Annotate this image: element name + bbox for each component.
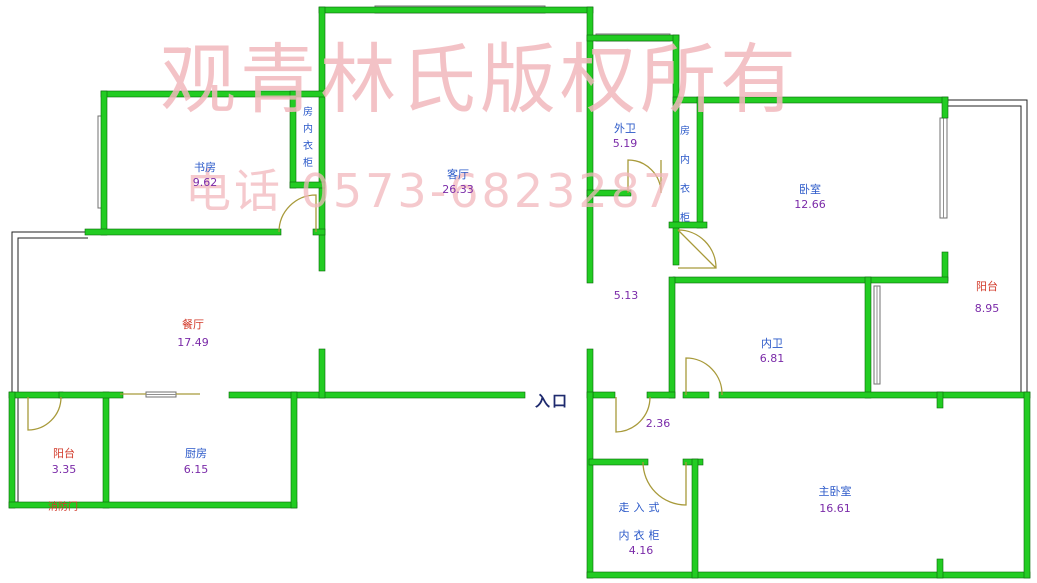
walls <box>8 6 1031 579</box>
room-area: 3.35 <box>51 463 77 476</box>
door-swing <box>278 194 317 233</box>
room-area: 5.19 <box>612 137 638 150</box>
room-guest-bath: 外卫 5.19 <box>600 121 650 151</box>
wall-segment <box>318 348 326 399</box>
wall-segment <box>8 391 16 509</box>
door-swing <box>642 461 687 506</box>
room-walk-in-closet: 走入式 内衣柜 4.16 <box>611 500 671 558</box>
door-swing <box>685 357 723 396</box>
wall-segment <box>318 6 594 14</box>
room-bedroom: 卧室 12.66 <box>785 182 835 212</box>
door-swing <box>615 396 651 433</box>
wall-segment <box>672 276 949 284</box>
wardrobe-study: 房 内 衣 柜 <box>301 104 315 172</box>
room-area: 16.61 <box>819 502 851 515</box>
room-small-balcony: 阳台 3.35 <box>39 446 89 478</box>
room-area: 17.49 <box>177 336 209 349</box>
wall-segment <box>941 251 949 282</box>
room-name: 客厅 <box>447 168 469 181</box>
wall-segment <box>586 571 1031 579</box>
room-name: 厨房 <box>185 447 207 460</box>
room-name: 内卫 <box>761 337 783 350</box>
wall-segment <box>58 391 124 399</box>
wall-segment <box>586 34 680 42</box>
wall-segment <box>586 391 594 579</box>
wardrobe-char: 衣 <box>303 141 313 152</box>
wardrobe-char: 衣 <box>680 184 690 195</box>
wall-segment <box>228 391 526 399</box>
wall-segment <box>8 391 64 399</box>
wall-segment <box>936 558 944 579</box>
room-living: 客厅 26.33 <box>433 167 483 197</box>
wall-segment <box>646 391 676 399</box>
wall-segment <box>586 6 594 284</box>
wall-segment <box>586 348 594 399</box>
wall-segment <box>586 189 632 197</box>
room-name: 书房 <box>194 161 216 174</box>
room-name: 卧室 <box>799 183 821 196</box>
wall-segment <box>718 391 1031 399</box>
room-dining: 餐厅 17.49 <box>168 316 218 352</box>
room-area: 12.66 <box>794 198 826 211</box>
wardrobe-char: 内 <box>680 155 690 166</box>
wall-segment <box>312 228 326 236</box>
wardrobe-char: 柜 <box>680 213 690 224</box>
wall-segment <box>1023 391 1031 579</box>
wall-segment <box>84 228 282 236</box>
wardrobe-char: 内 <box>303 124 313 135</box>
doors <box>27 159 723 506</box>
room-area: 26.33 <box>442 183 474 196</box>
room-name: 阳台 <box>976 280 998 293</box>
room-kitchen: 厨房 6.15 <box>171 446 221 478</box>
wall-segment <box>936 391 944 409</box>
room-east-balcony: 阳台 8.95 <box>962 276 1012 320</box>
room-study: 书房 9.62 <box>180 160 230 190</box>
door-swing <box>27 396 62 431</box>
room-name: 走入式 <box>618 501 664 514</box>
wall-segment <box>588 458 649 466</box>
wall-segment <box>668 276 676 399</box>
door-swing <box>627 159 662 194</box>
wall-segment <box>696 96 704 229</box>
room-name: 阳台 <box>53 447 75 460</box>
room-master-bedroom: 主卧室 16.61 <box>805 483 865 517</box>
room-corridor: 5.13 <box>601 288 651 303</box>
wall-segment <box>289 90 297 189</box>
wall-segment <box>318 6 326 272</box>
wall-segment <box>102 391 110 509</box>
wardrobe-char: 房 <box>303 107 313 118</box>
wardrobe-bedroom: 房 内 衣 柜 <box>678 117 692 233</box>
wall-segment <box>289 181 326 189</box>
wall-segment <box>682 391 710 399</box>
wall-segment <box>290 391 298 509</box>
room-area: 9.62 <box>192 176 218 189</box>
wall-segment <box>691 458 699 579</box>
entrance-label: 入口 <box>535 392 570 410</box>
room-area: 6.15 <box>183 463 209 476</box>
room-area: 4.16 <box>628 544 654 557</box>
room-name: 外卫 <box>614 122 636 135</box>
fire-door-label: 消防门 <box>48 502 78 513</box>
room-area: 8.95 <box>974 302 1000 315</box>
wardrobe-char: 柜 <box>303 158 313 169</box>
door-swing <box>677 229 717 269</box>
room-name: 餐厅 <box>182 318 204 331</box>
wall-segment <box>100 90 108 236</box>
wall-segment <box>864 276 872 399</box>
room-area: 6.81 <box>759 352 785 365</box>
room-area: 5.13 <box>613 289 639 302</box>
wardrobe-char: 房 <box>680 126 690 137</box>
wall-segment <box>941 96 949 119</box>
room-name-line2: 内衣柜 <box>618 529 664 542</box>
room-area: 2.36 <box>645 417 671 430</box>
room-en-suite-bath: 内卫 6.81 <box>747 336 797 366</box>
wall-segment <box>672 96 949 104</box>
room-name: 主卧室 <box>818 485 852 498</box>
wall-segment <box>668 221 708 229</box>
room-hall: 2.36 <box>633 416 683 431</box>
